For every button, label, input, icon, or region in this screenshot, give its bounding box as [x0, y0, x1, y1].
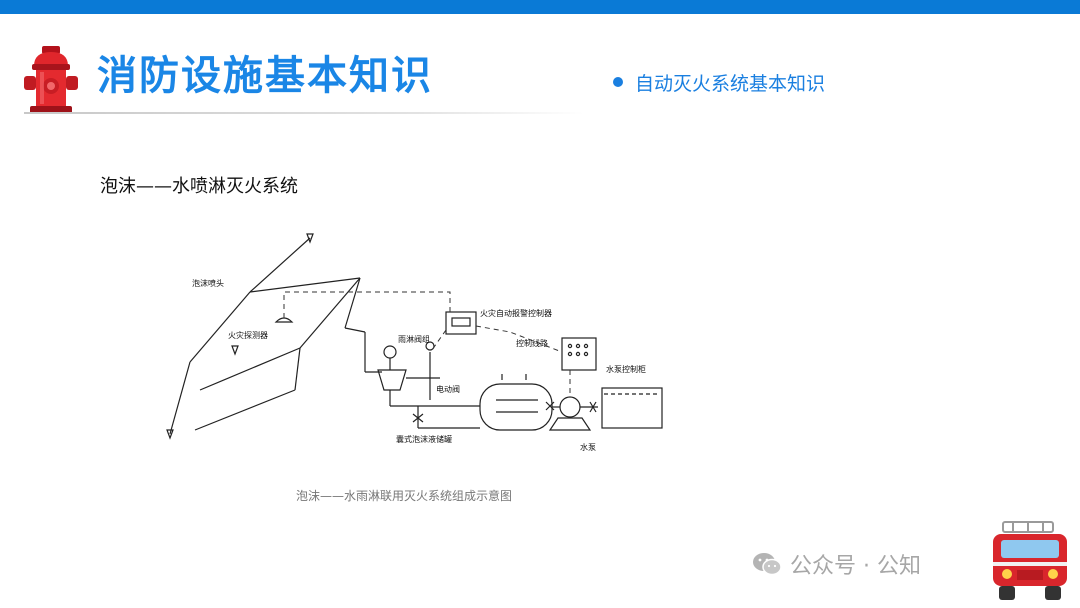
watermark: 公众号 · 公知 — [752, 548, 921, 580]
title-divider — [24, 112, 584, 114]
section-tag: 自动灭火系统基本知识 — [613, 70, 826, 95]
label-fire-detector: 火灾探测器 — [228, 330, 268, 340]
top-accent-bar — [0, 0, 1080, 14]
label-foam-head: 泡沫喷头 — [192, 278, 224, 288]
label-fire-alarm-controller: 火灾自动报警控制器 — [480, 308, 552, 318]
label-control-line: 控制线路 — [516, 338, 548, 348]
label-pump-control-cabinet: 水泵控制柜 — [606, 364, 646, 374]
fire-hydrant-icon — [24, 46, 78, 114]
label-pump: 水泵 — [580, 442, 596, 452]
watermark-text: 公众号 · 公知 — [790, 554, 921, 579]
page-title: 消防设施基本知识 — [97, 53, 433, 99]
label-foam-tank: 囊式泡沫液储罐 — [396, 434, 452, 444]
section-title: 自动灭火系统基本知识 — [635, 72, 826, 95]
label-solenoid-valve: 电动阀 — [436, 384, 460, 394]
label-deluge-valve: 雨淋阀组 — [398, 334, 430, 344]
bullet-dot-icon — [613, 77, 623, 87]
diagram-subtitle: 泡沫——水喷淋灭火系统 — [100, 176, 298, 197]
diagram-caption: 泡沫——水雨淋联用灭火系统组成示意图 — [296, 489, 513, 503]
wechat-icon — [753, 553, 782, 576]
foam-water-sprinkler-diagram: 泡沫喷头 火灾探测器 火灾自动报警控制器 控制线路 雨淋阀组 电动阀 水泵控制柜… — [166, 233, 663, 452]
fire-truck-icon — [993, 521, 1067, 600]
